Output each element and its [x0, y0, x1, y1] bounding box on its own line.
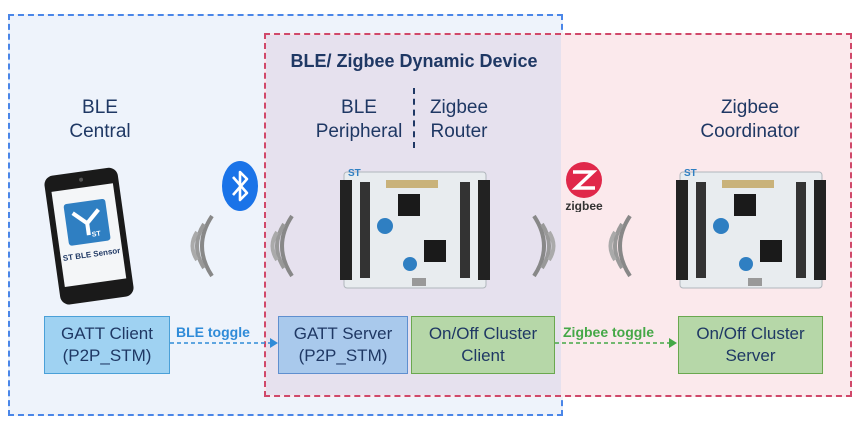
zigbee-coordinator-label: Zigbee Coordinator — [680, 96, 820, 144]
signal-waves-icon — [532, 214, 556, 278]
ble-peripheral-line1: BLE — [341, 97, 377, 118]
st-logo: ST — [348, 168, 361, 179]
onoff-server-line1: On/Off Cluster — [696, 324, 805, 343]
ble-central-line2: Central — [69, 121, 131, 142]
nucleo-board: ST — [676, 168, 826, 289]
zigbee-toggle-label: Zigbee toggle — [563, 324, 654, 340]
nucleo-board: ST — [340, 168, 490, 289]
st-logo: ST — [684, 168, 697, 179]
ble-central-line1: BLE — [82, 97, 118, 118]
zigbee-coordinator-line2: Coordinator — [700, 121, 800, 142]
zigbee-toggle-arrow — [555, 338, 677, 348]
zigbee-logo: zigbee — [565, 162, 603, 212]
onoff-client-line2: Client — [461, 346, 505, 365]
ble-peripheral-label: BLE Peripheral — [300, 96, 418, 144]
zigbee-router-line1: Zigbee — [429, 97, 489, 118]
ble-peripheral-line2: Peripheral — [315, 121, 403, 142]
signal-waves-icon — [270, 214, 294, 278]
onoff-client-line1: On/Off Cluster — [428, 324, 538, 343]
bluetooth-icon — [222, 161, 258, 211]
gatt-server-box: GATT Server (P2P_STM) — [278, 316, 408, 374]
ble-central-label: BLE Central — [40, 96, 160, 144]
ble-toggle-label: BLE toggle — [176, 324, 250, 340]
gatt-server-line2: (P2P_STM) — [298, 346, 388, 365]
gatt-client-line1: GATT Client — [61, 324, 153, 343]
zigbee-logo-text: zigbee — [565, 199, 603, 212]
role-divider — [413, 88, 415, 148]
onoff-server-box: On/Off Cluster Server — [678, 316, 823, 374]
smartphone: ST ST BLE Sensor — [44, 167, 134, 305]
gatt-client-box: GATT Client (P2P_STM) — [44, 316, 170, 374]
zigbee-router-label: Zigbee Router — [414, 96, 504, 144]
diagram-title: BLE/ Zigbee Dynamic Device — [290, 51, 538, 71]
ble-toggle-arrow — [170, 338, 278, 348]
zigbee-coordinator-line1: Zigbee — [720, 97, 780, 118]
onoff-client-box: On/Off Cluster Client — [411, 316, 555, 374]
gatt-client-line2: (P2P_STM) — [62, 346, 152, 365]
signal-waves-icon — [190, 214, 214, 278]
zigbee-router-line2: Router — [430, 121, 488, 142]
onoff-server-line2: Server — [725, 346, 776, 365]
gatt-server-line1: GATT Server — [293, 324, 393, 343]
signal-waves-icon — [608, 214, 632, 278]
st-logo-small: ST — [91, 230, 102, 238]
